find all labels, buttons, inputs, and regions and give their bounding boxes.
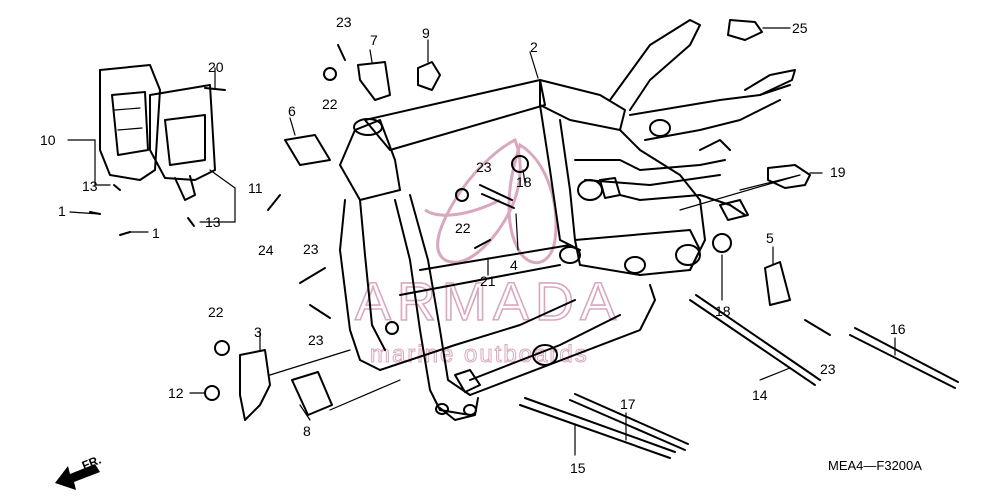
drawing-code: MEA4—F3200A	[828, 458, 922, 473]
callout-17: 17	[620, 396, 636, 412]
bolt-23-left	[299, 267, 326, 284]
callout-23-c: 23	[303, 241, 319, 257]
callout-9: 9	[422, 25, 430, 41]
bolt-23-right	[804, 319, 831, 336]
callout-25: 25	[792, 20, 808, 36]
small-parts	[89, 19, 959, 459]
bracket-3	[239, 349, 271, 421]
callout-19: 19	[830, 164, 846, 180]
callout-16: 16	[890, 321, 906, 337]
side-cover-right	[149, 84, 216, 201]
nut-12	[204, 385, 220, 401]
callout-21: 21	[480, 273, 496, 289]
bolt-23-center	[479, 184, 515, 209]
callout-14: 14	[752, 387, 768, 403]
bracket-7	[357, 61, 391, 101]
front-direction-arrow: FR.	[55, 453, 103, 490]
nut-22-top	[323, 67, 337, 81]
callout-20: 20	[208, 59, 224, 75]
side-cover-left	[99, 64, 161, 181]
nut-22-left	[214, 340, 230, 356]
bolt-23-top	[337, 44, 346, 61]
callout-10: 10	[40, 132, 56, 148]
bolt-14	[689, 294, 821, 386]
clip-20	[204, 87, 226, 91]
leader-lines	[67, 27, 896, 456]
bracket-6	[284, 134, 331, 166]
callout-23-d: 23	[308, 332, 324, 348]
screw-1-b	[119, 231, 131, 236]
bolt-23-lower	[309, 304, 331, 319]
callout-5: 5	[766, 230, 774, 246]
callout-3: 3	[254, 324, 262, 340]
main-frame	[339, 19, 796, 421]
callout-22-c: 22	[208, 304, 224, 320]
bolt-24	[267, 194, 281, 211]
clamp-25	[727, 19, 763, 41]
callout-1-b: 1	[152, 225, 160, 241]
callout-7: 7	[370, 32, 378, 48]
callout-23-b: 23	[476, 159, 492, 175]
callout-18-a: 18	[516, 174, 532, 190]
nut-18-right	[712, 233, 732, 253]
bolt-15	[519, 397, 676, 459]
callout-24: 24	[258, 242, 274, 258]
watermark-subtitle: marine outboards	[370, 341, 589, 368]
callout-4: 4	[510, 257, 518, 273]
callout-18-b: 18	[715, 303, 731, 319]
front-label: FR.	[80, 453, 103, 473]
callout-15: 15	[570, 460, 586, 476]
callout-12: 12	[168, 385, 184, 401]
watermark: ARMADA marine outboards	[354, 137, 622, 369]
callout-6: 6	[288, 103, 296, 119]
nut-18-top	[511, 155, 529, 173]
bolt-17	[569, 393, 689, 451]
callout-22-a: 22	[322, 96, 338, 112]
bracket-5	[764, 261, 791, 306]
grommet-13-b	[187, 217, 195, 227]
nut-22-lower	[385, 321, 399, 335]
watermark-logo	[424, 137, 558, 265]
fitting-9	[417, 61, 441, 91]
bolt-16	[849, 327, 959, 389]
callout-13-a: 13	[82, 178, 98, 194]
callout-2: 2	[530, 39, 538, 55]
watermark-title: ARMADA	[355, 272, 622, 332]
callout-23-e: 23	[820, 361, 836, 377]
callout-11: 11	[248, 180, 263, 196]
clip-21	[474, 239, 491, 249]
arrow-icon	[55, 464, 100, 490]
clamp-19	[767, 164, 811, 189]
collar-8	[291, 371, 333, 416]
callout-13-b: 13	[205, 214, 221, 230]
nut-22-center	[455, 188, 469, 202]
callout-23-a: 23	[336, 14, 352, 30]
callout-labels: 1 1 2 3 4 5 6 7 8 9 10 11 12 13 13 14 15…	[40, 14, 906, 476]
grommet-13-a	[113, 184, 121, 191]
callout-1-a: 1	[58, 203, 66, 219]
callout-22-b: 22	[455, 220, 471, 236]
callout-8: 8	[303, 423, 311, 439]
